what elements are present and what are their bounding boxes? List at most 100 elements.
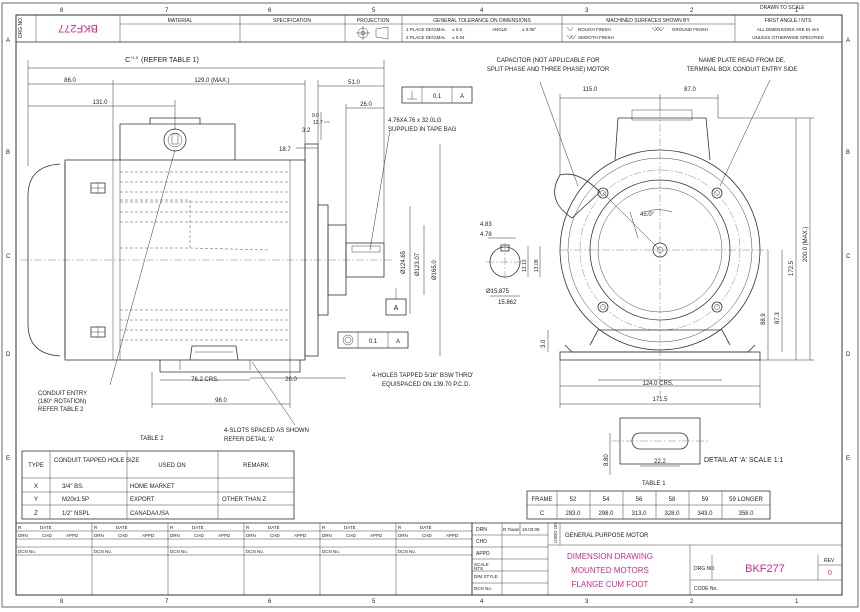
appd-header: APPD (218, 533, 231, 538)
title-block: DRN R.Tiwari 19.03.09 CHD APPD SCALE NTS… (471, 522, 843, 596)
revision-block: R DATE DRN CHD APPD DCN No. R DATE DRN C… (15, 522, 473, 596)
title-drg-no: DRG NO. (694, 566, 715, 572)
zone-row-b-right: B (846, 150, 850, 156)
zone-col-4-bottom: 4 (480, 599, 484, 605)
title-line-2: MOUNTED MOTORS (571, 566, 649, 575)
title-date: 19.03.09 (522, 527, 540, 532)
detail-a-caption: DETAIL AT 'A' SCALE 1:1 (704, 457, 784, 464)
holes-note-1: 4-HOLES TAPPED 5/16" BSW THRO' (372, 373, 473, 379)
title-code-no: CODE No. (694, 586, 718, 592)
table-cell: EXPORT (130, 497, 155, 503)
table-cell: CANADA/USA (130, 511, 169, 517)
finish-symbols-icon (566, 26, 665, 40)
date-header: DATE (344, 525, 356, 530)
capacitor-note-1: CAPACITOR (NOT APPLICABLE FOR (496, 58, 600, 64)
units-note: ALL DIMENSIONS ARE IN mm (757, 27, 820, 32)
drn-header: DRN (94, 533, 104, 538)
bolt-holes (597, 187, 723, 313)
table-cell: 358.0 (738, 511, 754, 517)
title-product: GENERAL PURPOSE MOTOR (565, 533, 649, 539)
title-dim-style: DIM STYLE (474, 574, 498, 579)
dim-87-3: 87.3 (775, 312, 781, 324)
dim-c: C+1.5(REFER TABLE 1) (125, 55, 199, 64)
table-1-header: 59 (702, 497, 709, 503)
ftol-top-value: 0.1 (433, 94, 442, 100)
dim-76-2: 76.2 CRS. (191, 377, 219, 383)
title-rtiwari: R.Tiwari (503, 527, 519, 532)
table-1: TABLE 1 FRAME 52 54 56 58 59 59 LONGER C… (526, 481, 771, 520)
flange (304, 143, 319, 357)
dim-18-7: 18.7 (279, 147, 291, 153)
dim-86: 86.0 (64, 78, 76, 84)
pcd-circle (579, 169, 741, 331)
shaft-keyway-detail: 4.83 4.78 13.13 13.09 Ø15.875 15.862 (480, 222, 541, 306)
tolerance-title: GENERAL TOLERANCE ON DIMENSIONS (433, 18, 531, 24)
shaft-key (351, 245, 381, 253)
zone-row-c-right: C (846, 254, 851, 260)
table-cell: OTHER THAN Z (222, 497, 267, 503)
table-cell: 343.0 (697, 511, 713, 517)
header-strip: DRG NO. BKF277 MATERIAL SPECIFICATION PR… (15, 14, 843, 43)
tolerance-2-place: 2 PLACE DECIMAL (406, 35, 446, 40)
rev-header: R (94, 525, 98, 530)
table-cell: 283.0 (565, 511, 581, 517)
dim-3-2: 3.2 (302, 128, 311, 134)
dim-115: 115.0 (583, 87, 598, 93)
shaft-end (652, 242, 668, 258)
dcn-header: DCN No. (170, 549, 188, 554)
dim-124: 124.0 CRS. (642, 381, 673, 387)
dim-4-83: 4.83 (480, 222, 492, 228)
conduit-entry-hole (163, 128, 187, 152)
title-dcn: DCN No. (474, 586, 492, 591)
zone-col-3: 3 (585, 8, 589, 14)
zone-col-7: 7 (165, 8, 169, 14)
dcn-header: DCN No. (246, 549, 264, 554)
rev-header: R (398, 525, 402, 530)
feature-control-frame-top: 0.1 A (401, 86, 473, 104)
dim-200: 200.0 (MAX.) (803, 227, 809, 262)
table-1-title: TABLE 1 (642, 481, 666, 487)
chd-header: CHD (42, 533, 52, 538)
table-cell: 298.0 (598, 511, 614, 517)
drg-code-inverted: BKF277 (58, 22, 98, 34)
dim-26: 26.0 (360, 102, 372, 108)
table-row: Y (34, 497, 38, 503)
title-line-3: FLANGE CUM FOOT (572, 580, 649, 589)
tolerance-angle-value: ± 0.05° (522, 27, 536, 32)
table-cell: 3/4" BS. (62, 484, 84, 490)
drn-header: DRN (398, 533, 408, 538)
date-header: DATE (268, 525, 280, 530)
dim-3-0: 3.0 (541, 339, 547, 348)
dim-87: 87.0 (684, 87, 696, 93)
zone-row-d: D (6, 352, 11, 358)
title-drg-code: BKF277 (745, 563, 785, 575)
table-cell: 313.0 (631, 511, 647, 517)
table-2-title: TABLE 2 (140, 436, 164, 442)
zone-row-b: B (6, 150, 10, 156)
zone-row-a-right: A (846, 38, 850, 44)
nameplate-note-2: TERMINAL BOX CONDUIT ENTRY SIDE (687, 67, 798, 73)
dim-4-78: 4.78 (480, 232, 492, 238)
title-rev-value: 0 (828, 570, 832, 577)
drn-header: DRN (246, 533, 256, 538)
side-view-dimensions (27, 60, 441, 426)
date-header: DATE (40, 525, 52, 530)
conduit-note-1: CONDUIT ENTRY (38, 391, 87, 397)
zone-col-1: 1 (795, 8, 799, 14)
zone-row-c: C (6, 254, 11, 260)
dim-13-13: 13.13 (522, 259, 528, 272)
zone-row-e-right: E (846, 456, 850, 462)
datum-a-box: A (385, 288, 407, 316)
table-1-header: 58 (669, 497, 676, 503)
dim-20: 20.0 (285, 377, 297, 383)
dim-dia-124-65: Ø124.65 (401, 250, 407, 274)
dim-13-09: 13.09 (534, 259, 540, 272)
table-2-header-type: TYPE (28, 463, 44, 469)
dim-12-7: 12.7 (313, 120, 323, 126)
feature-control-frame-bottom: 0.1 A (337, 331, 409, 349)
zone-row-a: A (6, 38, 10, 44)
title-drn: DRN (476, 527, 487, 533)
machined-surfaces-title: MACHINED SURFACES SHOWN BY (606, 18, 690, 24)
